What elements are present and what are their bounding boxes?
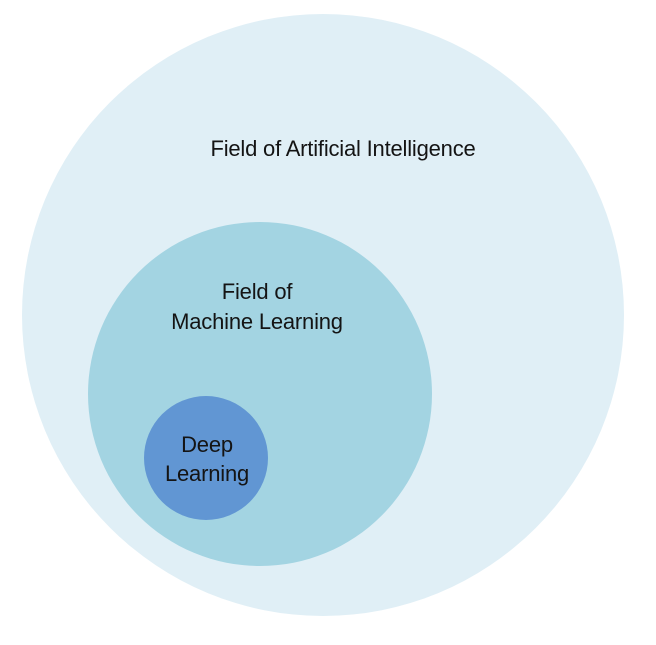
deep-learning-label-line1: Deep [181, 432, 233, 457]
deep-learning-label-line2: Learning [164, 461, 250, 486]
machine-learning-label-line2: Machine Learning [171, 309, 343, 334]
machine-learning-label: Field of Machine Learning [171, 277, 343, 337]
machine-learning-label-line1: Field of [221, 279, 293, 304]
deep-learning-label: Deep Learning [165, 430, 249, 488]
machine-learning-circle [88, 222, 432, 566]
deep-learning-circle [144, 396, 268, 520]
artificial-intelligence-label-line: Field of Artificial Intelligence [210, 136, 476, 161]
artificial-intelligence-label: Field of Artificial Intelligence [210, 136, 475, 162]
